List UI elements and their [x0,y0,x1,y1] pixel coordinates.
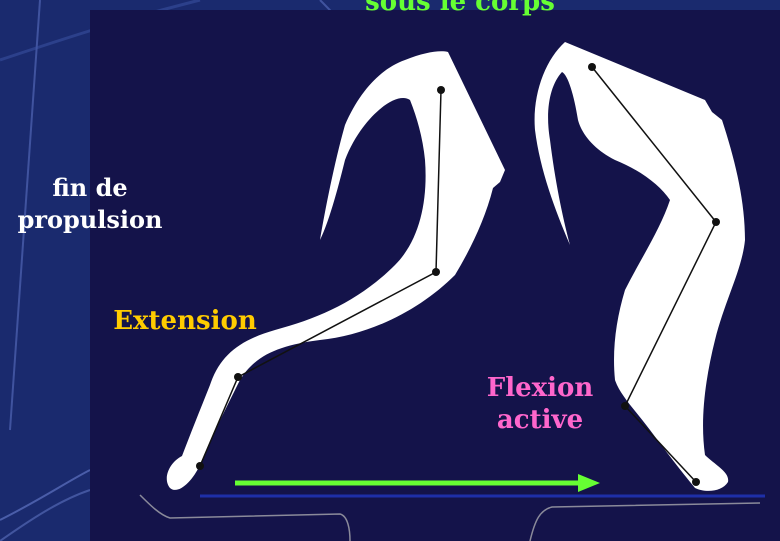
movement-arrow [235,474,600,492]
ground-sketch [140,495,760,541]
leg-extension-illustration [167,51,505,490]
flexion-label: Flexion active [470,372,610,436]
phase-label: fin de propulsion [0,172,180,236]
extension-label: Extension [110,305,260,337]
slide-title-partial: sous le corps [340,0,580,18]
